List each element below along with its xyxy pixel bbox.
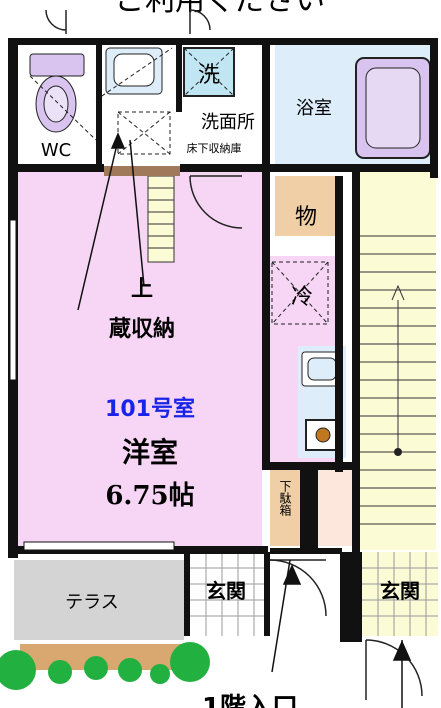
loft-ladder (147, 175, 175, 263)
washbasin-icon (105, 47, 163, 95)
label-room-type: 洋室 (122, 436, 178, 469)
label-washroom: 洗面所 (201, 112, 255, 133)
label-shoe-box: 下駄箱 (278, 480, 292, 516)
header-text: ご利用ください (115, 0, 325, 18)
washing-machine-icon: 洗 (183, 47, 235, 97)
entrance-tiles (190, 552, 438, 636)
label-terrace: テラス (65, 592, 119, 613)
label-bathroom: 浴室 (296, 98, 332, 119)
entrance-main-fill (190, 552, 264, 636)
entrance-side-fill (362, 552, 438, 636)
stair-start-dot (394, 448, 402, 456)
label-storage: 物 (295, 205, 317, 230)
label-loft: 蔵収納 (109, 316, 175, 342)
label-fridge: 冷 (291, 285, 313, 310)
underfloor-storage-box (117, 111, 171, 155)
label-first-floor-entrance: 1階入口 (202, 693, 298, 708)
label-entrance-main: 玄関 (206, 579, 246, 603)
staircase (360, 235, 436, 525)
loft-callout (77, 132, 412, 708)
label-underfloor-storage: 床下収納庫 (187, 141, 242, 155)
terrace-fill (14, 560, 184, 640)
label-room-size: 6.75帖 (105, 481, 194, 511)
plants-decoration (0, 642, 210, 690)
window-frames (9, 219, 175, 551)
toilet-icon (29, 53, 85, 133)
label-loft-arrow: 上 (131, 277, 153, 302)
hall-fill (318, 470, 354, 546)
loft-hatch (104, 166, 180, 176)
shoe-box-fill (270, 470, 300, 546)
wash-mark: 洗 (198, 63, 220, 88)
storage-fill (275, 176, 335, 236)
doors (45, 9, 423, 700)
header-fragment: ご利用ください (115, 0, 325, 18)
fridge-icon (271, 261, 329, 325)
label-wc: WC (41, 140, 71, 161)
bathtub-icon (355, 57, 431, 159)
walls (8, 38, 438, 642)
western-room-fill (18, 172, 262, 546)
label-room-number: 101号室 (105, 396, 195, 422)
label-entrance-side: 玄関 (380, 579, 420, 603)
